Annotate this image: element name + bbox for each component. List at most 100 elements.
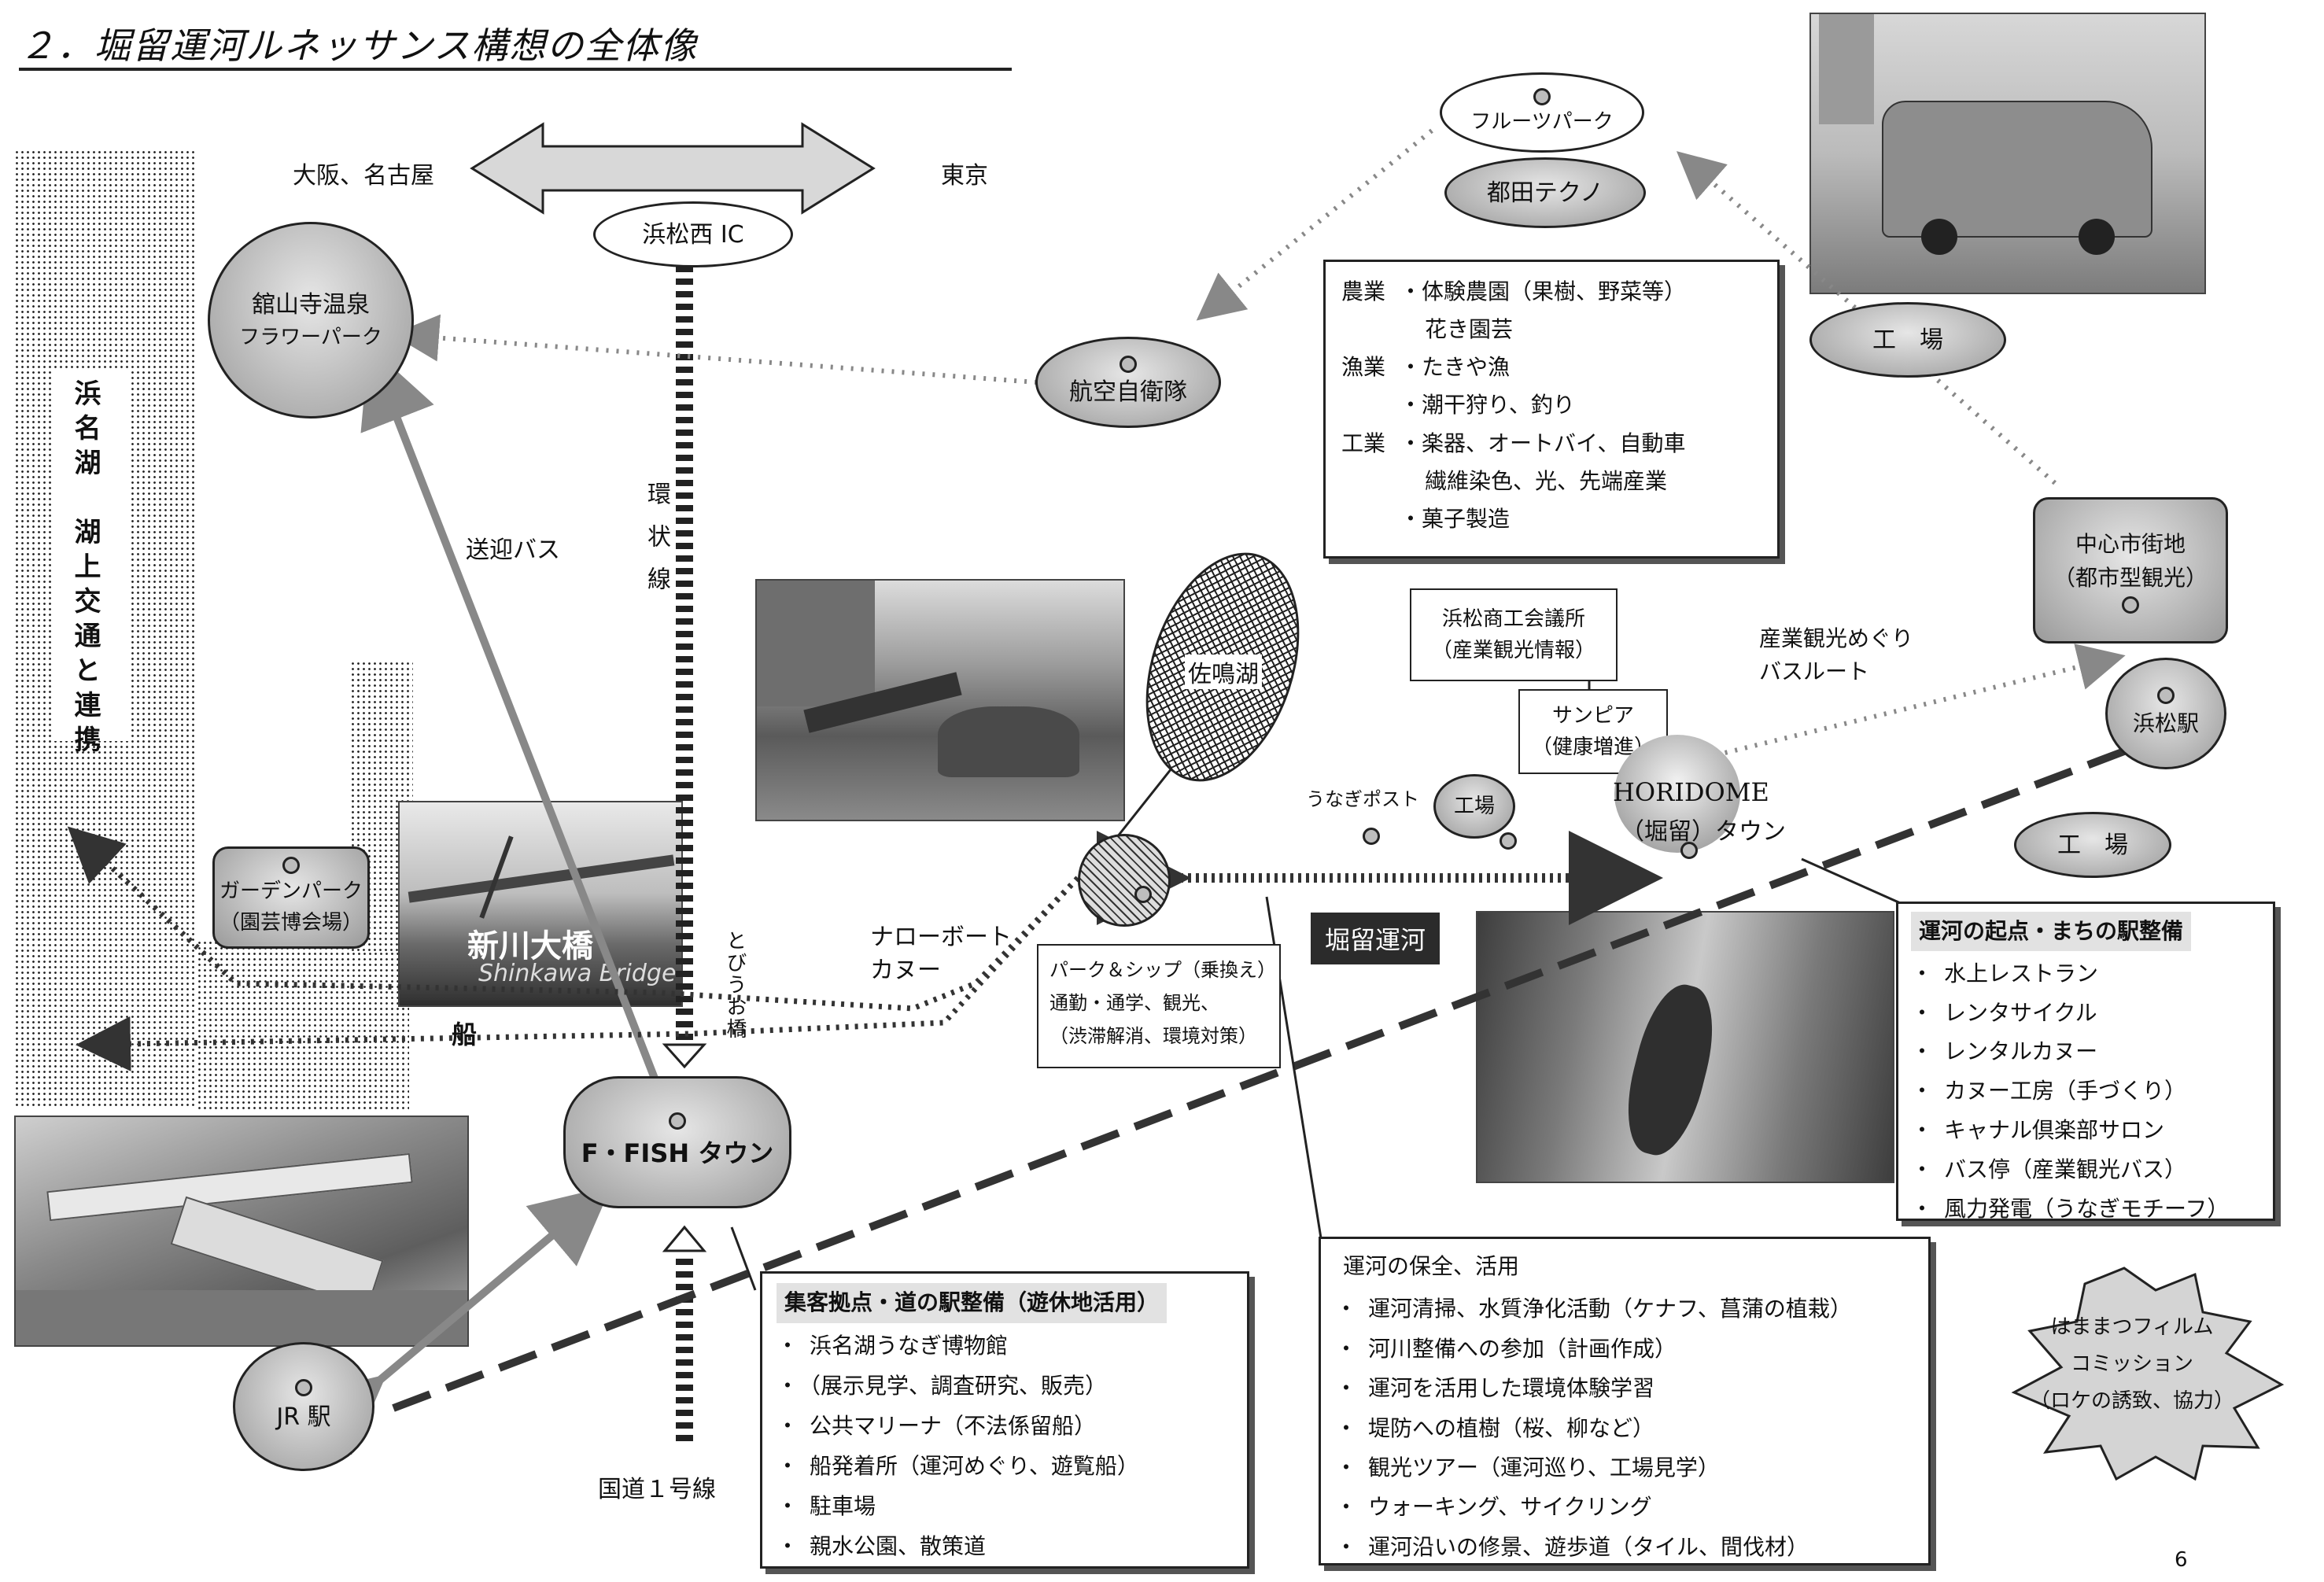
boat-route-lower: [76, 876, 1080, 1071]
list-item: （展示見学、調査研究、販売）: [777, 1366, 1233, 1407]
tateyama-line1: 舘山寺温泉: [252, 291, 370, 319]
industry-manu-item: ・楽器、オートバイ、自動車: [1400, 430, 1686, 456]
garden-line2: （園芸博会場）: [219, 911, 363, 935]
park-ship-line1: パーク＆シップ（乗換え）: [1049, 959, 1276, 981]
direction-double-arrow: [470, 122, 876, 215]
shuttle-bus-arrow: [360, 345, 719, 1163]
boat-label: 船: [452, 1020, 478, 1049]
list-item-sub: （展示見学、調査研究、販売）: [810, 1372, 1108, 1399]
ffish-label: F・FISH タウン: [581, 1138, 774, 1168]
michi-eki-list: 浜名湖うなぎ博物館 （展示見学、調査研究、販売） 公共マリーナ（不法係留船） 船…: [777, 1326, 1233, 1567]
industry-fish: 漁業 ・たきや漁 ・潮干狩り、釣り: [1341, 348, 1761, 424]
location-marker-icon: [282, 856, 300, 874]
industry-agri: 農業 ・体験農園（果樹、野菜等） 花き園芸: [1341, 273, 1761, 348]
route1-triangle: [662, 1225, 707, 1252]
hamamatsu-station-node: 浜松駅: [2105, 658, 2226, 769]
industry-agri-head: 農業: [1341, 278, 1386, 304]
tsuda-label: 都田テクノ: [1486, 179, 1604, 207]
narrowboat-line1: ナローボート: [870, 924, 1012, 951]
location-marker-icon: [1533, 87, 1551, 105]
sunpia-line1: サンピア: [1551, 703, 1634, 728]
central-city-node: 中心市街地 （都市型観光）: [2033, 497, 2228, 643]
list-item: 船発着所（運河めぐり、遊覧船）: [777, 1447, 1233, 1487]
industry-agri-item: 花き園芸: [1425, 316, 1514, 343]
bus-route-line2: バスルート: [1759, 658, 1870, 684]
sanaru-label: 佐鳴湖: [1185, 655, 1262, 689]
film-line1: はままつフィルム: [2050, 1315, 2214, 1339]
film-commission-text: はままつフィルム コミッション （ロケの誘致、協力）: [2030, 1309, 2234, 1419]
list-item: キャナル倶楽部サロン: [1911, 1111, 2260, 1150]
fruits-park-node: フルーツパーク: [1440, 72, 1644, 153]
industry-agri-item: ・体験農園（果樹、野菜等）: [1400, 278, 1687, 304]
industry-manu-item: ・菓子製造: [1400, 505, 1511, 532]
chamber-line2: （産業観光情報）: [1431, 639, 1595, 662]
tobiuo-bridge-label: とびうお橋: [723, 930, 747, 1040]
location-marker-icon: [295, 1378, 312, 1396]
industry-box: 農業 ・体験農園（果樹、野菜等） 花き園芸 漁業 ・たきや漁 ・潮干狩り、釣り …: [1323, 260, 1780, 559]
park-ship-box: パーク＆シップ（乗換え） 通勤・通学、観光、 （渋滞解消、環境対策）: [1037, 944, 1281, 1068]
park-ship-line3: （渋滞解消、環境対策）: [1049, 1025, 1257, 1047]
koku-jieitai-node: 航空自衛隊: [1035, 337, 1221, 428]
unagi-post-marker-icon: [1363, 828, 1380, 845]
industry-fish-item: ・たきや漁: [1400, 354, 1511, 381]
location-marker-icon: [2122, 596, 2139, 614]
location-marker-icon: [669, 1112, 686, 1130]
industry-fish-item: ・潮干狩り、釣り: [1400, 392, 1575, 419]
page-title: ２．堀留運河ルネッサンス構想の全体像: [19, 24, 699, 67]
list-item: 水上レストラン: [1911, 954, 2260, 994]
hamamatsu-station-label: 浜松駅: [2132, 710, 2199, 736]
location-marker-icon: [2157, 687, 2175, 704]
garden-line1: ガーデンパーク: [219, 879, 363, 903]
industry-manu-head: 工業: [1341, 430, 1386, 456]
lake-hamana-label: 浜名湖 湖上交通と連携: [69, 379, 101, 760]
tobiuo-triangle: [662, 1043, 707, 1069]
list-item: 風力発電（うなぎモチーフ）: [1911, 1189, 2260, 1229]
lake-hamana-region: [14, 149, 197, 1109]
park-ship-hub: [1078, 834, 1171, 927]
location-marker-icon: [1680, 842, 1698, 859]
film-line3: （ロケの誘致、協力）: [2030, 1388, 2235, 1413]
park-ship-line2: 通勤・通学、観光、: [1049, 992, 1219, 1014]
boat-route-upper: [67, 826, 1080, 1012]
canal-preserve-title: 運河の保全、活用: [1343, 1253, 1520, 1279]
factory-node-right: 工 場: [2014, 812, 2171, 878]
factory-marker-icon: [1500, 832, 1517, 850]
michi-eki-title: 集客拠点・道の駅整備（遊休地活用）: [777, 1283, 1168, 1323]
ffish-town-node: F・FISH タウン: [563, 1076, 791, 1208]
jr-station-node: JR 駅: [233, 1342, 374, 1471]
michi-eki-panel: 集客拠点・道の駅整備（遊休地活用） 浜名湖うなぎ博物館 （展示見学、調査研究、販…: [760, 1271, 1249, 1569]
canal-lock-photo: [755, 579, 1125, 821]
list-item: レンタルカヌー: [1911, 1032, 2260, 1071]
list-item: 堤防への植樹（桜、柳など）: [1335, 1409, 1914, 1448]
canal-start-list: 水上レストラン レンタサイクル レンタルカヌー カヌー工房（手づくり） キャナル…: [1911, 954, 2260, 1229]
list-item: 運河沿いの修景、遊歩道（タイル、間伐材）: [1335, 1528, 1914, 1567]
route1-label: 国道１号線: [598, 1476, 716, 1503]
list-item: 公共マリーナ（不法係留船）: [777, 1407, 1233, 1447]
jr-label: JR 駅: [276, 1403, 331, 1431]
list-item: 観光ツアー（運河巡り、工場見学）: [1335, 1448, 1914, 1488]
unagi-post-label: うなぎポスト: [1306, 788, 1419, 810]
title-underline: [19, 68, 1012, 71]
factory-node-small: 工場: [1433, 774, 1515, 839]
horidome-town-node: [1614, 735, 1740, 853]
hamamatsu-nishi-ic: 浜松西 IC: [593, 201, 793, 267]
horidome-canal-label: 堀留運河: [1311, 913, 1441, 964]
canoe-photo: [1476, 911, 1894, 1183]
bus-photo: [1809, 13, 2206, 294]
central-line1: 中心市街地: [2075, 530, 2186, 557]
fruits-label: フルーツパーク: [1470, 109, 1614, 134]
canal-start-panel: 運河の起点・まちの駅整備 水上レストラン レンタサイクル レンタルカヌー カヌー…: [1896, 902, 2275, 1222]
loop-line-label: 環状線: [643, 481, 670, 609]
koku-label: 航空自衛隊: [1069, 378, 1187, 406]
list-item: 運河清掃、水質浄化活動（ケナフ、菖蒲の植栽）: [1335, 1289, 1914, 1329]
horidome-town-line1: HORIDOME: [1613, 777, 1769, 807]
chamber-commerce-box: 浜松商工会議所 （産業観光情報）: [1410, 588, 1618, 681]
page-number: 6: [2175, 1548, 2188, 1572]
bus-route-line1: 産業観光めぐり: [1759, 625, 1914, 651]
list-item: 浜名湖うなぎ博物館: [777, 1326, 1233, 1366]
michi-eki-leader: [730, 1226, 757, 1291]
film-line2: コミッション: [2070, 1352, 2193, 1376]
list-item: 駐車場: [777, 1487, 1233, 1527]
horidome-bus-route-dots: [1714, 643, 2126, 758]
